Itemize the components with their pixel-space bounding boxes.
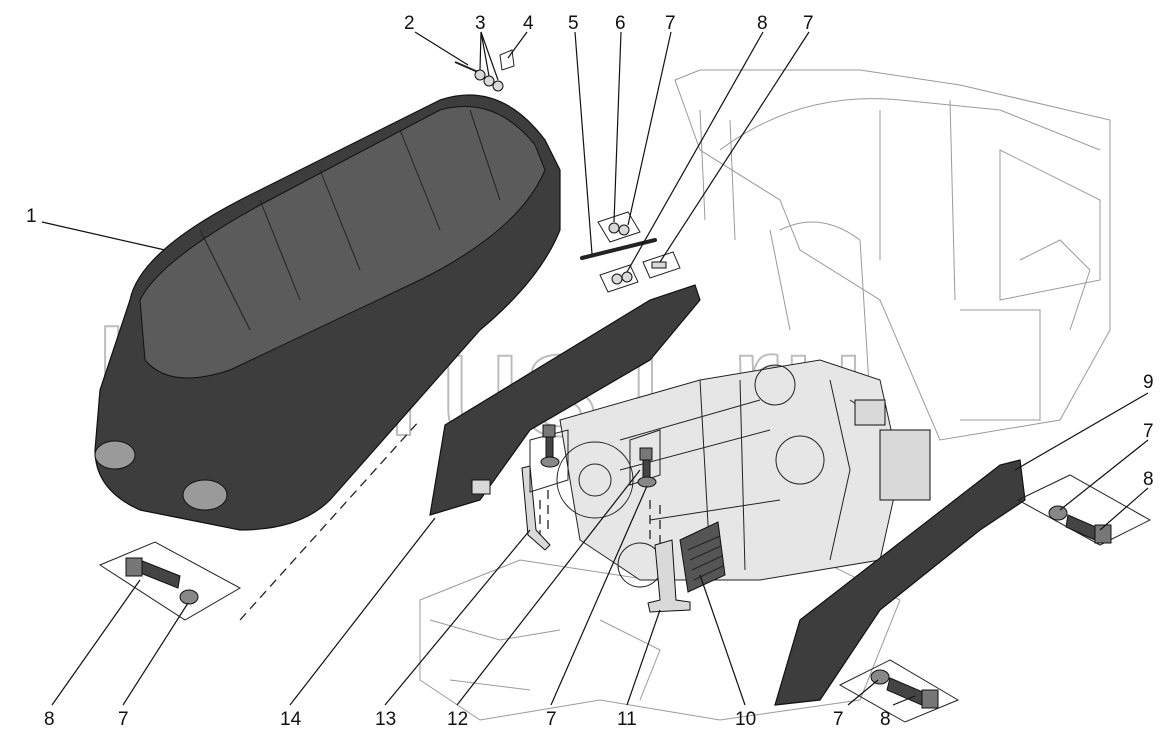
callout-8: 8: [757, 13, 768, 34]
callout-5: 5: [568, 13, 579, 34]
leader-lines: [41, 31, 1149, 706]
strap-part-13: [521, 465, 551, 551]
top-fasteners-2-3-4: [454, 49, 515, 92]
callout-13: 13: [375, 709, 396, 730]
callout-1: 1: [26, 206, 37, 227]
screen-part-10: [679, 521, 726, 593]
callout-11: 11: [617, 709, 637, 730]
callout-14: 14: [280, 709, 302, 730]
bolt-box-center-right: [629, 429, 661, 545]
callout-7: 7: [1143, 421, 1154, 442]
tractor-cab-frame: [419, 69, 1111, 721]
bolt-box-right-upper: [1016, 474, 1152, 546]
bracket-part-11: [647, 539, 691, 613]
callout-12: 12: [447, 709, 468, 730]
callout-9: 9: [1143, 372, 1154, 393]
callout-labels: 1 2 3 4 5 6 7 8 7 9 7 8 8 7 14 13 12 7 1…: [26, 13, 1154, 730]
callout-8: 8: [1143, 469, 1154, 490]
side-panel-part-14: [429, 284, 701, 516]
callout-2: 2: [404, 13, 415, 34]
callout-6: 6: [615, 13, 626, 34]
fastener-group-6-7: [597, 211, 681, 293]
hood-part-1: [94, 94, 561, 531]
callout-7: 7: [118, 709, 129, 730]
bolt-box-center-left: [529, 424, 569, 535]
callout-7: 7: [803, 13, 814, 34]
callout-8: 8: [880, 709, 891, 730]
callout-7: 7: [546, 709, 557, 730]
callout-8: 8: [44, 709, 55, 730]
callout-7: 7: [833, 709, 844, 730]
callout-4: 4: [523, 13, 534, 34]
callout-3: 3: [475, 13, 486, 34]
engine-assembly: [556, 359, 931, 588]
bolt-box-right-lower: [838, 659, 960, 723]
side-panel-part-9: [774, 459, 1026, 706]
rod-part-5: [580, 211, 681, 293]
bolt-box-left: [98, 419, 421, 621]
callout-7: 7: [665, 13, 676, 34]
callout-10: 10: [735, 709, 756, 730]
